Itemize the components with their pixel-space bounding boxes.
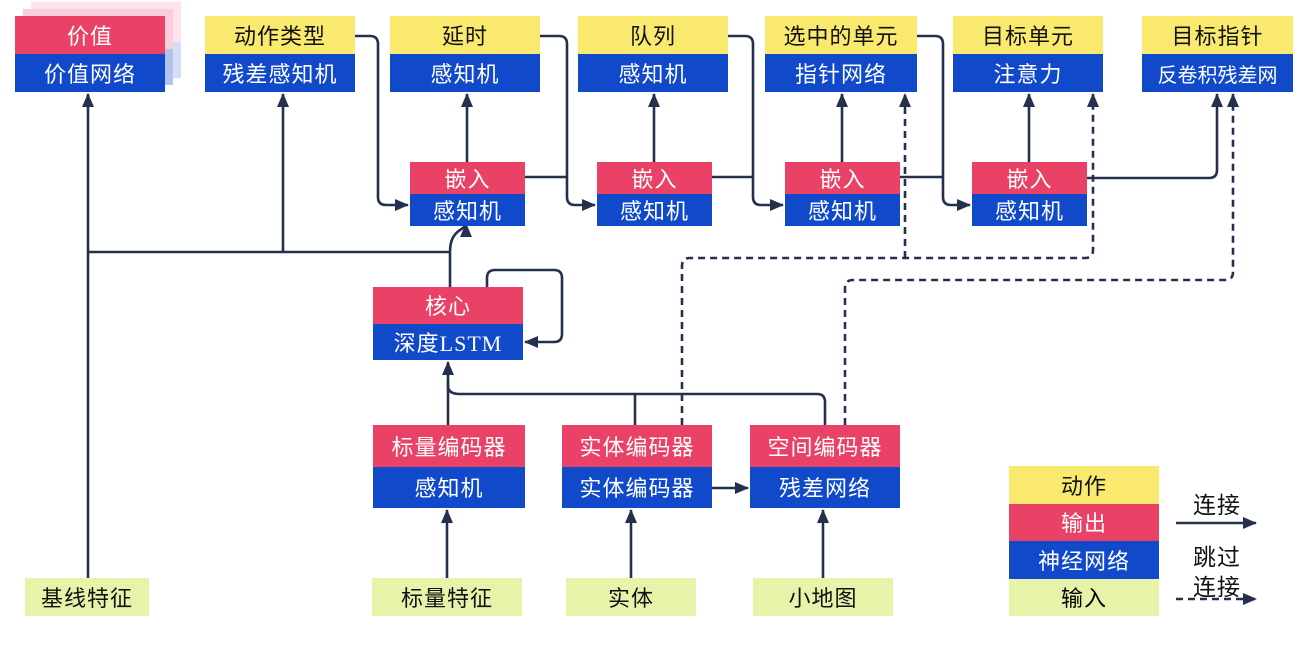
target-point-label: 目标指针 (1142, 16, 1293, 54)
embed-3-label: 嵌入 (785, 162, 900, 194)
delay-node: 延时感知机 (390, 16, 540, 92)
selected-units-network-label: 指针网络 (765, 54, 917, 92)
legend-skip-label-1: 跳过 (1193, 545, 1241, 570)
spatial-encoder-node: 空间编码器残差网络 (750, 425, 900, 508)
scalar-encoder-network-label: 感知机 (373, 466, 525, 508)
target-point-network-label: 反卷积残差网 (1142, 54, 1293, 92)
solid-connections (82, 34, 1257, 578)
scalar-encoder-node: 标量编码器感知机 (373, 425, 525, 508)
value-network-label: 价值网络 (15, 54, 165, 92)
legend-network-swatch: 神经网络 (1009, 541, 1159, 579)
entity-encoder-network-label: 实体编码器 (562, 466, 712, 508)
action-type-node: 动作类型残差感知机 (205, 16, 355, 92)
embed-2-label: 嵌入 (597, 162, 712, 194)
embed-4-network-label: 感知机 (972, 194, 1087, 226)
entity-encoder-label: 实体编码器 (562, 425, 712, 467)
target-unit-network-label: 注意力 (953, 54, 1103, 92)
scalar-encoder-label: 标量编码器 (373, 425, 525, 467)
baseline-features-input: 基线特征 (25, 578, 149, 616)
core-label: 核心 (373, 287, 523, 324)
legend-action-swatch: 动作 (1009, 466, 1159, 504)
scalar-features-input: 标量特征 (372, 578, 522, 616)
spatial-encoder-network-label: 残差网络 (750, 466, 900, 508)
core-network-label: 深度LSTM (373, 323, 523, 360)
delay-network-label: 感知机 (390, 54, 540, 92)
target-point-node: 目标指针反卷积残差网 (1142, 16, 1293, 92)
action-type-label: 动作类型 (205, 16, 355, 54)
embed-2-node: 嵌入感知机 (597, 162, 712, 226)
selected-units-node: 选中的单元指针网络 (765, 16, 917, 92)
spatial-encoder-label: 空间编码器 (750, 425, 900, 467)
target-unit-label: 目标单元 (953, 16, 1103, 54)
skip-connections (680, 93, 1257, 605)
queue-label: 队列 (578, 16, 728, 54)
embed-3-network-label: 感知机 (785, 194, 900, 226)
embed-1-network-label: 感知机 (410, 194, 525, 226)
legend-input-swatch: 输入 (1009, 578, 1159, 616)
embed-4-node: 嵌入感知机 (972, 162, 1087, 226)
core-node: 核心深度LSTM (373, 287, 523, 360)
embed-4-label: 嵌入 (972, 162, 1087, 194)
embed-2-network-label: 感知机 (597, 194, 712, 226)
embed-1-node: 嵌入感知机 (410, 162, 525, 226)
entities-input: 实体 (566, 578, 696, 616)
legend-output-swatch: 输出 (1009, 503, 1159, 541)
embed-1-label: 嵌入 (410, 162, 525, 194)
selected-units-label: 选中的单元 (765, 16, 917, 54)
entity-encoder-node: 实体编码器实体编码器 (562, 425, 712, 508)
value-node: 价值价值网络 (15, 16, 165, 92)
legend: 动作 输出 神经网络 输入 (1009, 466, 1159, 616)
embed-3-node: 嵌入感知机 (785, 162, 900, 226)
delay-label: 延时 (390, 16, 540, 54)
value-label: 价值 (15, 16, 165, 54)
queue-node: 队列感知机 (578, 16, 728, 92)
legend-skip-label-2: 连接 (1193, 575, 1241, 600)
action-type-network-label: 残差感知机 (205, 54, 355, 92)
queue-network-label: 感知机 (578, 54, 728, 92)
target-unit-node: 目标单元注意力 (953, 16, 1103, 92)
legend-connect-label: 连接 (1193, 493, 1241, 518)
minimap-input: 小地图 (753, 578, 893, 616)
